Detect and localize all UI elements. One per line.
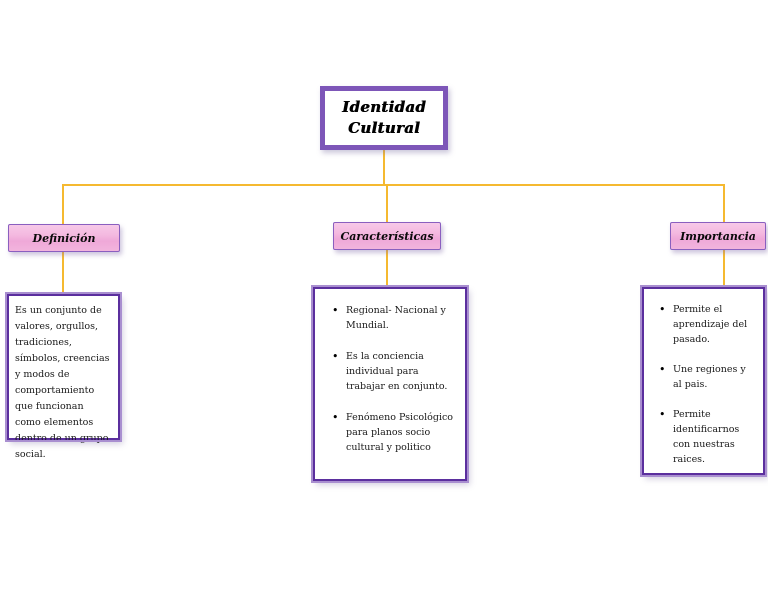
category-header-importancia-label: Importancia xyxy=(680,229,756,243)
caracteristicas-bullet-list: Regional- Nacional y Mundial. Es la conc… xyxy=(322,297,458,455)
root-title-line-2: Cultural xyxy=(347,119,421,137)
connector-definicion-to-body xyxy=(62,252,64,295)
importancia-bullet-list: Permite el aprendizaje del pasado. Une r… xyxy=(651,297,756,467)
connector-root-to-bus xyxy=(383,150,385,185)
connector-caracteristicas-to-body xyxy=(386,250,388,288)
importancia-body: Permite el aprendizaje del pasado. Une r… xyxy=(644,289,763,488)
category-header-caracteristicas[interactable]: Características xyxy=(333,222,441,250)
category-header-definicion-label: Definición xyxy=(32,231,96,245)
content-box-caracteristicas: Regional- Nacional y Mundial. Es la conc… xyxy=(311,285,469,483)
list-item: Fenómeno Psicológico para planos socio c… xyxy=(332,409,458,455)
category-header-importancia[interactable]: Importancia xyxy=(670,222,766,250)
list-item: Permite identificarnos con nuestras raic… xyxy=(659,406,756,467)
root-node-identidad-cultural[interactable]: Identidad Cultural xyxy=(320,86,448,150)
list-item: Regional- Nacional y Mundial. xyxy=(332,302,458,333)
content-box-importancia: Permite el aprendizaje del pasado. Une r… xyxy=(640,285,767,477)
list-item: Permite el aprendizaje del pasado. xyxy=(659,301,756,347)
content-box-definicion: Es un conjunto de valores, orgullos, tra… xyxy=(5,292,122,460)
connector-bus-to-importancia xyxy=(723,184,725,223)
category-header-definicion[interactable]: Definición xyxy=(8,224,120,252)
connector-horizontal-bus xyxy=(62,184,725,186)
root-title-line-1: Identidad xyxy=(342,98,426,116)
connector-bus-to-caracteristicas xyxy=(386,184,388,223)
connector-importancia-to-body xyxy=(723,250,725,288)
list-item: Une regiones y al pais. xyxy=(659,361,756,392)
caracteristicas-body: Regional- Nacional y Mundial. Es la conc… xyxy=(315,289,465,477)
connector-bus-to-definicion xyxy=(62,184,64,225)
definicion-paragraph: Es un conjunto de valores, orgullos, tra… xyxy=(15,305,110,460)
list-item: Es la conciencia individual para trabaja… xyxy=(332,348,458,394)
category-header-caracteristicas-label: Características xyxy=(340,229,434,243)
